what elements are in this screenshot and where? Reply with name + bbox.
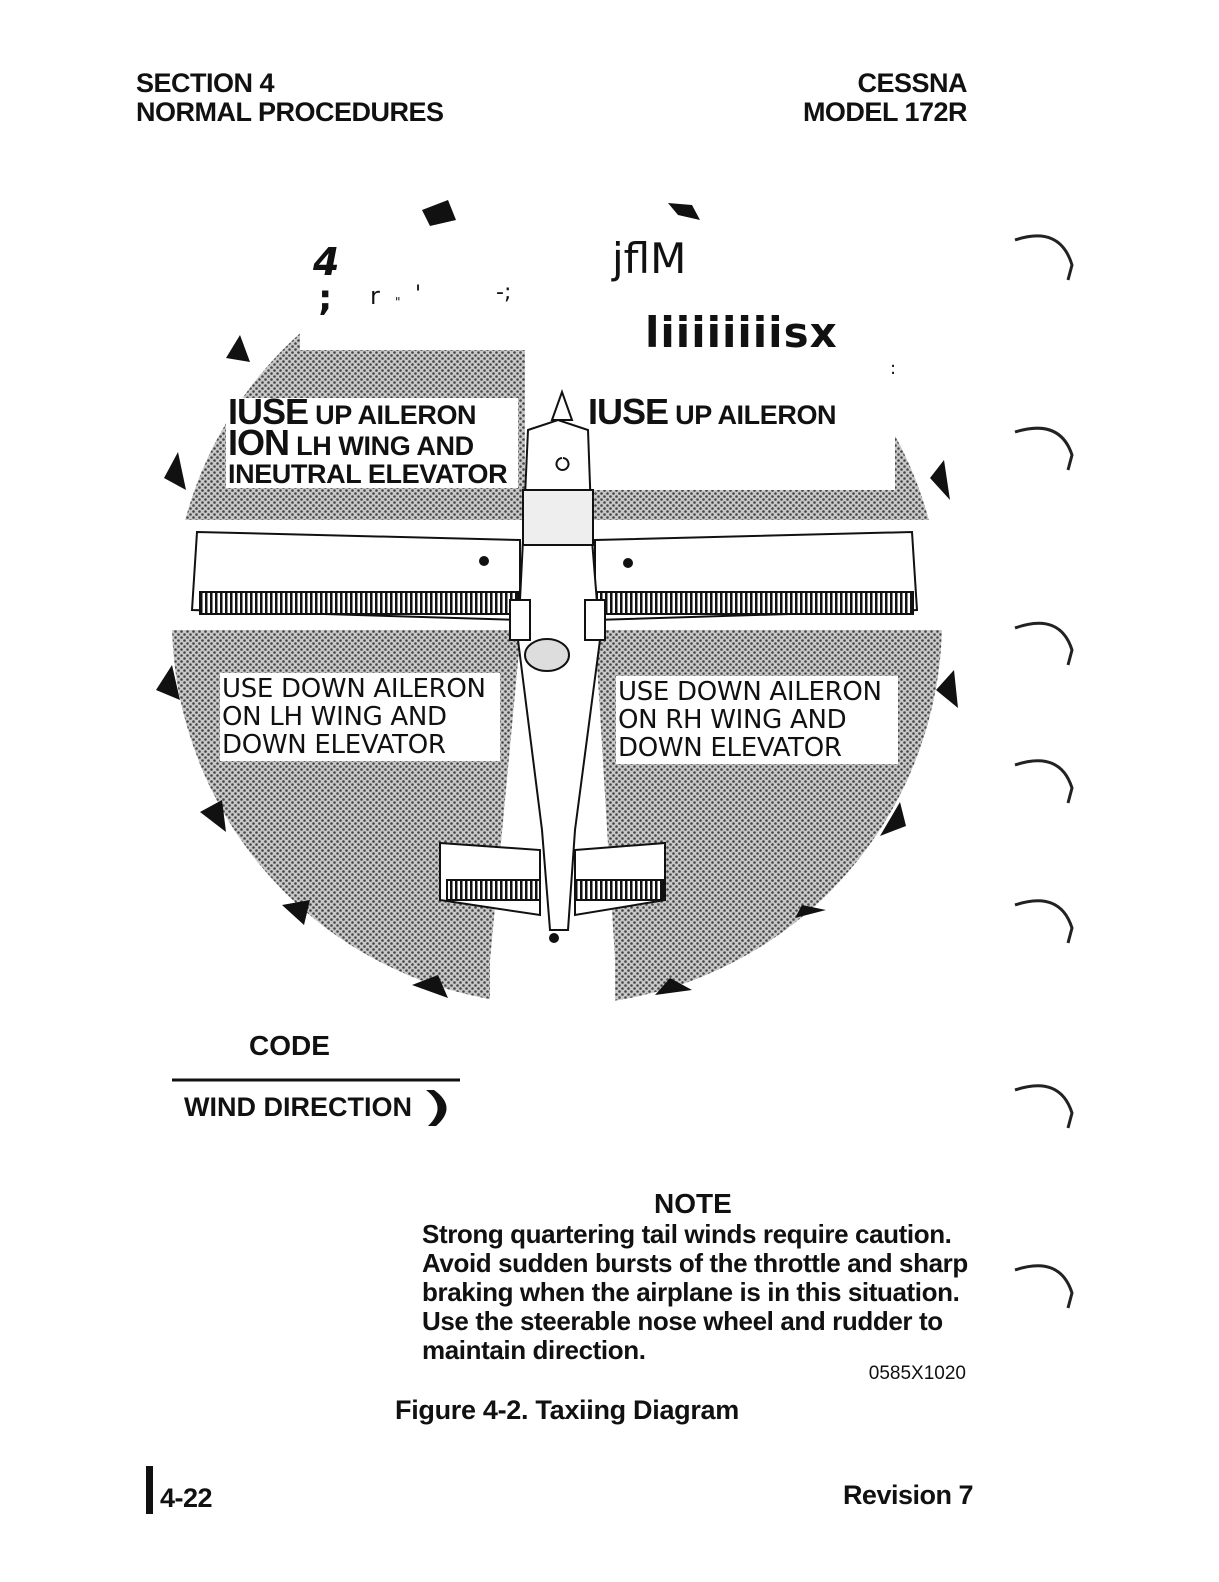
wind-arrow (795, 905, 826, 918)
label-text: ON LH WING AND (222, 702, 447, 732)
wind-arrow (156, 665, 180, 700)
figure-caption: Figure 4-2. Taxiing Diagram (395, 1395, 739, 1425)
upper-right-label: IUSE UP AILERON (588, 394, 868, 430)
note-title: NOTE (654, 1188, 732, 1219)
label-text: INEUTRAL ELEVATOR (228, 459, 508, 489)
brand-label: CESSNA (857, 68, 967, 98)
label-text: DOWN ELEVATOR (222, 730, 446, 760)
figure-reference-code: 0585X1020 (868, 1363, 966, 1384)
revision-label: Revision 7 (842, 1480, 974, 1510)
wind-arrow (655, 978, 692, 995)
label-text: ON RH WING AND (618, 705, 847, 735)
fragment-text: ' (415, 282, 422, 307)
wind-arrow (200, 800, 226, 832)
wind-arrow (282, 900, 310, 925)
wind-arrow (930, 460, 950, 500)
note-line: Avoid sudden bursts of the throttle and … (422, 1248, 968, 1278)
fragment-text: jflM (612, 234, 687, 283)
note-line: Use the steerable nose wheel and rudder … (422, 1306, 943, 1336)
model-label: MODEL 172R (802, 97, 968, 127)
wind-direction-label: WIND DIRECTION (184, 1092, 412, 1122)
label-text: USE DOWN AILERON (222, 674, 486, 704)
fragment-text: -; (496, 280, 512, 305)
section-label: SECTION 4 (136, 68, 275, 98)
margin-crescent (1014, 899, 1074, 944)
margin-marks (1014, 234, 1074, 1309)
margin-crescent (1014, 759, 1074, 804)
margin-crescent (1014, 426, 1074, 471)
lower-left-label: USE DOWN AILERON ON LH WING AND DOWN ELE… (220, 673, 500, 761)
label-text: UP AILERON (308, 400, 477, 430)
label-text: DOWN ELEVATOR (618, 733, 842, 763)
label-text: IUSE (228, 391, 309, 432)
fragment-text: r (370, 282, 380, 310)
note-line: braking when the airplane is in this sit… (422, 1277, 960, 1307)
note-line: maintain direction. (422, 1335, 646, 1365)
margin-crescent (1014, 234, 1074, 281)
airplane (190, 389, 919, 943)
wind-arrow (880, 802, 906, 836)
wind-arrows (156, 200, 958, 998)
code-title: CODE (249, 1030, 330, 1061)
wind-arrow (412, 975, 448, 998)
wind-arrow (936, 670, 958, 708)
fragment-text: : (890, 358, 897, 379)
label-text: LH WING AND (289, 431, 474, 461)
fragment-text: 4 (313, 240, 340, 284)
zone-upper-right (590, 490, 942, 520)
lower-right-label: USE DOWN AILERON ON RH WING AND DOWN ELE… (616, 676, 898, 764)
label-text: IUSE (588, 391, 669, 432)
margin-crescent (1014, 621, 1074, 666)
fragment-text: " (395, 295, 401, 309)
page-number: 4-22 (160, 1483, 213, 1513)
wind-arrow (226, 335, 250, 362)
wind-arrow (164, 452, 186, 490)
note-line: Strong quartering tail winds require cau… (422, 1219, 952, 1249)
note-body: Strong quartering tail winds require cau… (422, 1220, 982, 1365)
label-text: UP AILERON (668, 400, 837, 430)
wind-arrow (422, 200, 456, 226)
change-bar (146, 1466, 153, 1514)
label-text: ION (228, 422, 290, 463)
wind-arrow (668, 203, 700, 220)
fragment-text: ; (318, 278, 333, 319)
wind-direction-symbol (426, 1090, 447, 1126)
fragment-text: liiiiiiiisx (645, 308, 838, 357)
section-title: NORMAL PROCEDURES (136, 97, 444, 127)
upper-left-label: IUSE UP AILERON ION LH WING AND INEUTRAL… (226, 394, 518, 489)
label-text: USE DOWN AILERON (618, 677, 882, 707)
margin-crescent (1014, 1264, 1074, 1309)
margin-crescent (1014, 1084, 1074, 1129)
